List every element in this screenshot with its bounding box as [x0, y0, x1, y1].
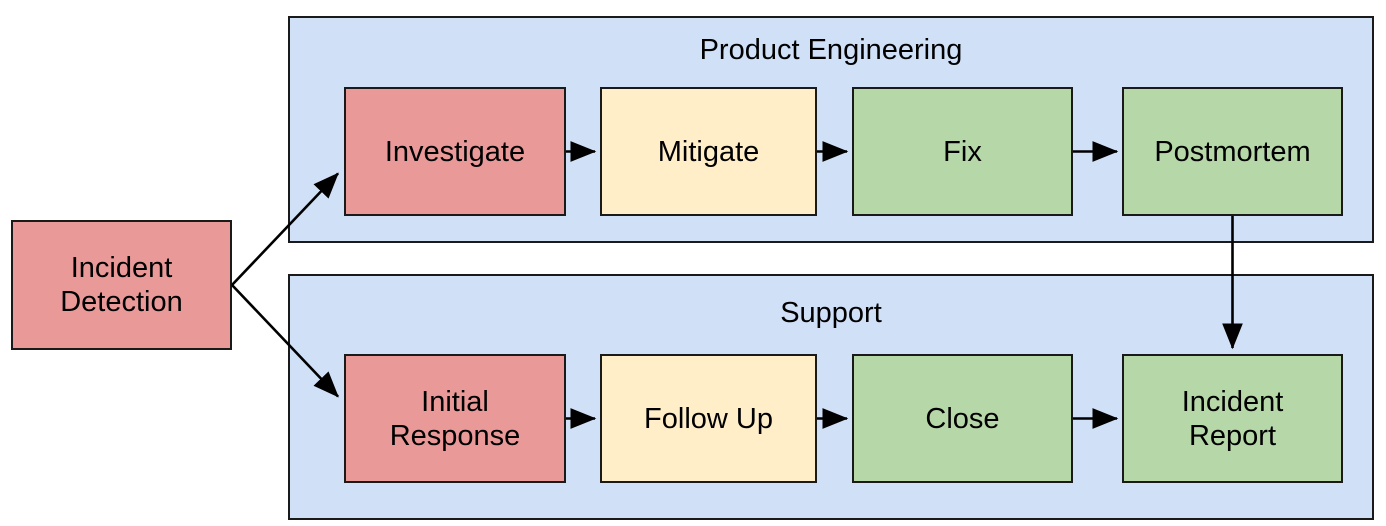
- lane-title-support: Support: [780, 297, 882, 329]
- node-incident-detection[interactable]: Incident Detection: [11, 220, 232, 350]
- node-label-postmortem: Postmortem: [1154, 135, 1311, 168]
- node-postmortem[interactable]: Postmortem: [1122, 87, 1343, 216]
- node-label-initial-response: Initial Response: [389, 385, 521, 452]
- node-initial-response[interactable]: Initial Response: [344, 354, 566, 483]
- node-incident-report[interactable]: Incident Report: [1122, 354, 1343, 483]
- lane-title-product-engineering: Product Engineering: [699, 34, 963, 66]
- node-investigate[interactable]: Investigate: [344, 87, 566, 216]
- node-label-fix: Fix: [943, 135, 982, 168]
- node-close[interactable]: Close: [852, 354, 1073, 483]
- node-label-mitigate: Mitigate: [657, 135, 760, 168]
- node-label-close: Close: [925, 402, 1000, 435]
- node-label-incident-report: Incident Report: [1181, 385, 1284, 452]
- node-label-investigate: Investigate: [384, 135, 526, 168]
- node-follow-up[interactable]: Follow Up: [600, 354, 817, 483]
- node-label-follow-up: Follow Up: [644, 402, 773, 435]
- node-label-incident-detection: Incident Detection: [60, 252, 183, 318]
- node-fix[interactable]: Fix: [852, 87, 1073, 216]
- node-mitigate[interactable]: Mitigate: [600, 87, 817, 216]
